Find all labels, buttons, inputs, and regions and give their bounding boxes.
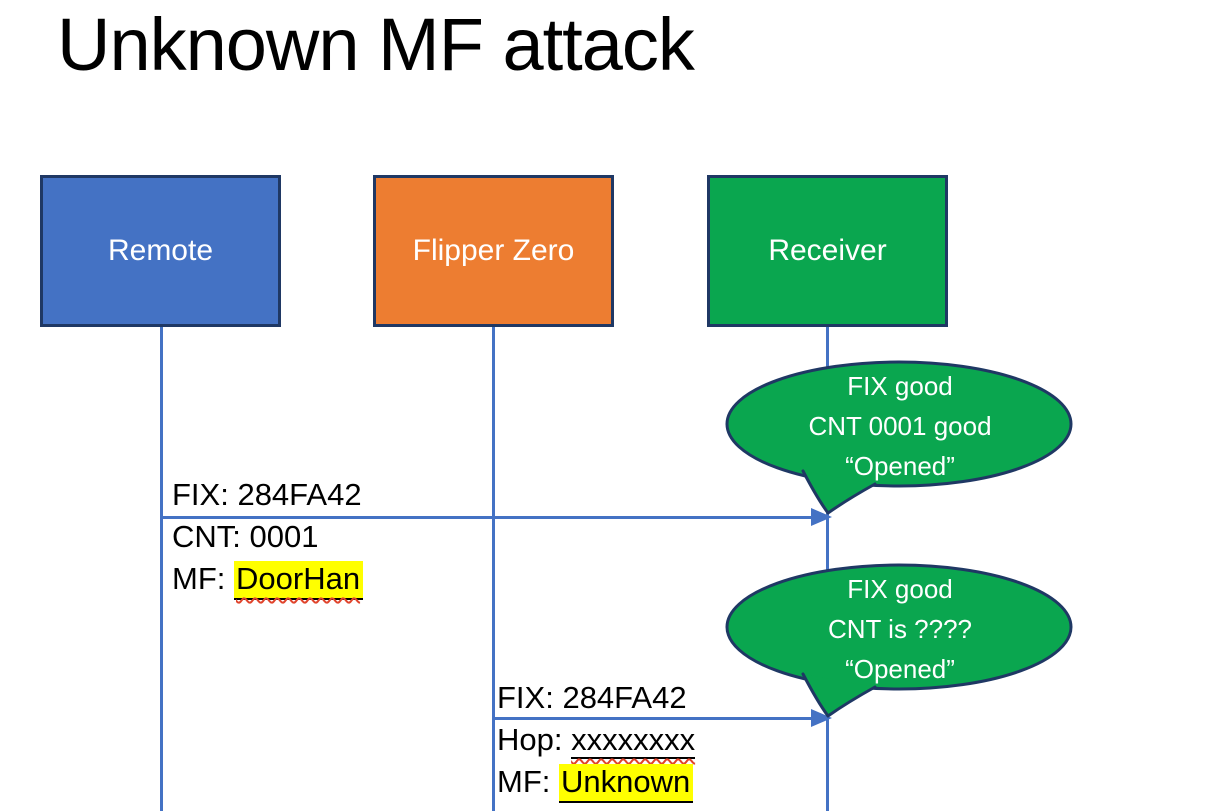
message2-hop-label: Hop: [497,722,563,757]
message2-mf-value-highlighted: Unknown [559,764,694,803]
message1-mf-value-highlighted: DoorHan [234,561,364,600]
bubble1-line1: FIX good [847,371,953,401]
message-arrow-remote-to-receiver [161,516,814,519]
message2-hop-value: xxxxxxxx [571,722,696,759]
speech-bubble-shape-1 [725,360,1073,515]
speech-bubble-shape-2 [725,563,1073,718]
speech-bubble-2: FIX good CNT is ???? “Opened” [715,555,1085,689]
bubble2-line1: FIX good [847,574,953,604]
message1-fix-line: FIX: 284FA42 [172,477,362,512]
actor-label-remote: Remote [107,234,214,267]
speech-bubble-1: FIX good CNT 0001 good “Opened” [715,352,1085,486]
lifeline-flipper-zero [492,327,495,811]
message2-fix-line: FIX: 284FA42 [497,680,687,715]
bubble2-line2: CNT is ???? [827,614,973,644]
message-labels-remote-to-receiver: FIX: 284FA42 CNT: 0001 MF: DoorHan [172,474,364,600]
bubble1-line3: “Opened” [845,451,955,481]
actor-box-receiver: Receiver [707,175,948,327]
page-title: Unknown MF attack [57,3,695,86]
message2-hop-line: Hop: xxxxxxxx [497,719,696,761]
bubble1-line2: CNT 0001 good [808,411,992,441]
message-labels-flipper-to-receiver: FIX: 284FA42 Hop: xxxxxxxx MF: Unknown [497,677,696,803]
message2-mf-label: MF: [497,764,551,799]
message1-cnt-line: CNT: 0001 [172,519,319,554]
message1-mf-label: MF: [172,561,226,596]
actor-label-receiver: Receiver [768,234,887,267]
message-arrow-flipper-to-receiver [493,717,814,720]
bubble2-line3: “Opened” [845,654,955,684]
actor-label-flipper-zero: Flipper Zero [412,234,575,267]
lifeline-remote [160,327,163,811]
message2-mf-line: MF: Unknown [497,761,695,803]
actor-box-remote: Remote [40,175,281,327]
message1-mf-line: MF: DoorHan [172,558,364,600]
actor-box-flipper-zero: Flipper Zero [373,175,614,327]
